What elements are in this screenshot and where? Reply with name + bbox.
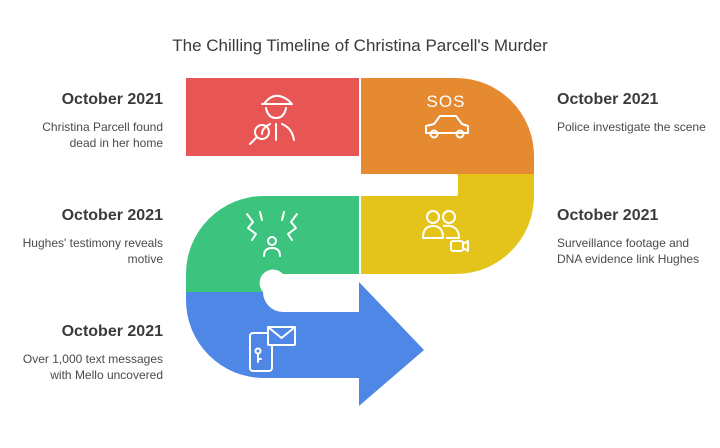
event-description-3: Surveillance footage and DNA evidence li…	[557, 236, 700, 266]
phone-message-icon	[249, 326, 296, 372]
event-label-4: October 2021 Hughes' testimony reveals m…	[13, 207, 163, 267]
person-tension-icon	[246, 211, 298, 257]
sos-police-car-icon: SOS	[425, 92, 469, 139]
event-description-1: Christina Parcell found dead in her home	[42, 120, 163, 150]
event-description-4: Hughes' testimony reveals motive	[22, 236, 163, 266]
page-title: The Chilling Timeline of Christina Parce…	[172, 36, 548, 55]
event-label-3: October 2021 Surveillance footage and DN…	[557, 207, 707, 267]
timeline-segment-2	[361, 78, 534, 176]
event-date-5: October 2021	[61, 323, 163, 340]
event-label-2: October 2021 Police investigate the scen…	[557, 91, 707, 135]
people-camera-icon	[422, 210, 469, 252]
timeline-segment-3	[361, 174, 534, 274]
event-date-3: October 2021	[557, 207, 659, 224]
event-label-1: October 2021 Christina Parcell found dea…	[13, 91, 163, 151]
timeline-segment-5	[186, 282, 424, 406]
event-date-2: October 2021	[557, 91, 659, 108]
event-date-1: October 2021	[61, 91, 163, 108]
event-description-2: Police investigate the scene	[557, 120, 706, 134]
event-description-5: Over 1,000 text messages with Mello unco…	[22, 352, 163, 382]
detective-icon	[249, 94, 295, 145]
event-date-4: October 2021	[61, 207, 163, 224]
sos-icon-text: SOS	[427, 92, 466, 111]
event-label-5: October 2021 Over 1,000 text messages wi…	[13, 323, 163, 383]
